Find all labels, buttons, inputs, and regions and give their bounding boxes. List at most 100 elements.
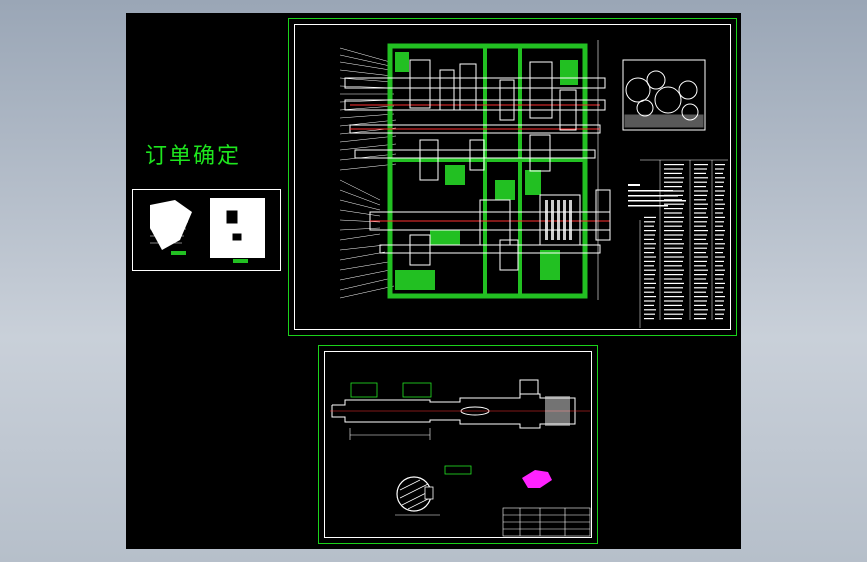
table-cell-mark — [694, 282, 708, 284]
table-cell-mark — [644, 256, 656, 258]
technical-notes — [628, 184, 686, 207]
table-cell-mark — [694, 172, 706, 174]
table-cell-mark — [715, 278, 723, 280]
table-cell-mark — [694, 168, 707, 170]
table-cell-mark — [694, 216, 708, 218]
table-cell-mark — [694, 243, 708, 245]
table-cell-mark — [715, 296, 725, 298]
table-cell-mark — [644, 313, 655, 315]
table-cell-mark — [644, 309, 656, 311]
table-cell-mark — [664, 256, 684, 258]
table-cell-mark — [664, 216, 684, 218]
table-cell-mark — [644, 234, 655, 236]
gearbox-housing — [387, 43, 588, 299]
table-cell-mark — [664, 164, 684, 166]
table-cell-mark — [715, 168, 724, 170]
table-cell-mark — [644, 238, 654, 240]
table-cell-mark — [694, 225, 706, 227]
table-cell-mark — [694, 296, 708, 298]
table-cell-mark — [644, 274, 655, 276]
table-cell-mark — [715, 247, 724, 249]
table-cell-mark — [715, 287, 724, 289]
table-cell-mark — [694, 304, 706, 306]
shaft-sheet-border — [324, 351, 592, 538]
table-cell-mark — [694, 252, 706, 254]
table-cell-mark — [715, 221, 724, 223]
table-cell-mark — [715, 230, 725, 232]
table-cell-mark — [644, 252, 654, 254]
table-cell-mark — [664, 212, 682, 214]
table-cell-mark — [694, 194, 707, 196]
table-cell-mark — [694, 278, 706, 280]
gearbox-assembly-drawing — [339, 40, 611, 300]
table-cell-mark — [715, 282, 725, 284]
table-cell-mark — [694, 190, 708, 192]
table-cell-mark — [694, 318, 706, 320]
table-cell-mark — [664, 225, 682, 227]
table-cell-mark — [664, 194, 683, 196]
table-cell-mark — [715, 318, 723, 320]
table-cell-mark — [715, 269, 725, 271]
table-cell-mark — [664, 221, 683, 223]
table-cell-mark — [664, 282, 684, 284]
table-cell-mark — [694, 234, 707, 236]
table-cell-mark — [715, 208, 724, 210]
table-cell-mark — [664, 243, 684, 245]
table-cell-mark — [694, 260, 707, 262]
table-cell-mark — [644, 282, 656, 284]
table-cell-mark — [694, 313, 707, 315]
table-cell-mark — [664, 181, 683, 183]
table-cell-mark — [644, 216, 656, 218]
table-cell-mark — [644, 247, 655, 249]
table-cell-mark — [664, 168, 683, 170]
table-cell-mark — [694, 265, 706, 267]
table-cell-mark — [715, 274, 724, 276]
table-cell-mark — [664, 199, 682, 201]
table-cell-mark — [715, 177, 725, 179]
table-cell-mark — [664, 186, 682, 188]
table-cell-mark — [664, 238, 682, 240]
table-cell-mark — [644, 265, 654, 267]
table-cell-mark — [694, 181, 707, 183]
table-cell-mark — [644, 287, 655, 289]
table-cell-mark — [644, 243, 656, 245]
table-cell-mark — [664, 287, 683, 289]
table-cell-mark — [644, 260, 655, 262]
table-cell-mark — [715, 186, 723, 188]
table-cell-mark — [664, 313, 683, 315]
order-confirmed-label: 订单确定 — [145, 144, 242, 169]
table-cell-mark — [715, 291, 723, 293]
table-cell-mark — [715, 238, 723, 240]
thumbnail-preview-box[interactable] — [132, 189, 281, 271]
table-cell-mark — [694, 256, 708, 258]
title-block — [502, 507, 591, 537]
table-cell-mark — [644, 269, 656, 271]
table-cell-mark — [715, 313, 724, 315]
table-cell-mark — [664, 265, 682, 267]
table-cell-mark — [694, 177, 708, 179]
table-cell-mark — [664, 269, 684, 271]
table-cell-mark — [715, 256, 725, 258]
table-cell-mark — [715, 300, 724, 302]
table-cell-mark — [694, 274, 707, 276]
table-cell-mark — [664, 318, 682, 320]
table-cell-mark — [715, 194, 724, 196]
table-cell-mark — [694, 230, 708, 232]
table-cell-mark — [694, 300, 707, 302]
table-cell-mark — [715, 190, 725, 192]
table-cell-mark — [694, 208, 707, 210]
table-cell-mark — [664, 300, 683, 302]
table-cell-mark — [664, 234, 683, 236]
table-cell-mark — [644, 300, 655, 302]
table-cell-mark — [664, 172, 682, 174]
table-cell-mark — [694, 309, 708, 311]
table-cell-mark — [715, 234, 724, 236]
table-cell-mark — [694, 238, 706, 240]
table-cell-mark — [694, 203, 708, 205]
table-cell-mark — [664, 247, 683, 249]
table-cell-mark — [644, 225, 654, 227]
table-cell-mark — [694, 199, 706, 201]
table-cell-mark — [694, 291, 706, 293]
table-cell-mark — [694, 186, 706, 188]
